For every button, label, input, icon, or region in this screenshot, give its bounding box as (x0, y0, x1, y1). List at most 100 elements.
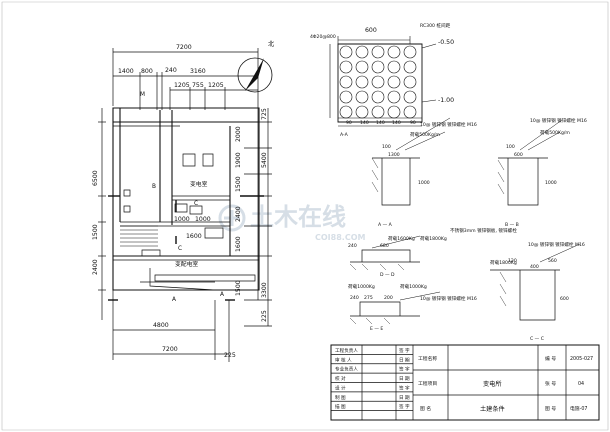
cc-dim-400: 400 (530, 264, 539, 270)
pile-circle (340, 61, 352, 73)
bb-note: 10@ 镀锌钢 镀锌螺栓 M16 (530, 117, 587, 124)
dd-weight-1600: 荷载1600Kg (388, 235, 415, 242)
dim-right-1900: 1900 (235, 152, 242, 168)
watermark-main: 土木在线 (250, 203, 346, 231)
cc-dim-120: 120 (508, 258, 517, 264)
ee-dim-275: 275 (364, 295, 373, 301)
section-a-a-labels: A — A 1300 100 1000 荷载500Kg/m 10@ 镀锌钢 镀锌… (378, 121, 477, 228)
dim-right-1500b: 1500 (235, 280, 242, 296)
tb-value-no: 2005-027 (570, 356, 593, 362)
dim-top-total: 7200 (176, 44, 192, 51)
tb-row-sign: 签 字 (399, 347, 410, 354)
tb-row-sign: 日 期 (399, 357, 410, 363)
tb-project-value: 变电所 (483, 380, 502, 388)
tb-row-sign: 日 期 (399, 395, 410, 401)
tb-label-no: 编 号 (545, 355, 556, 362)
tb-value-sheet: 04 (578, 381, 584, 387)
dim-left-6500: 6500 (92, 170, 99, 186)
dd-weight-1800: 荷载1800Kg (420, 235, 447, 242)
ee-dim-200: 200 (384, 295, 393, 301)
dim-right-5400: 5400 (261, 152, 268, 168)
pile-circle (340, 46, 352, 58)
aa-dim-1000: 1000 (418, 180, 430, 186)
section-b-b (498, 120, 562, 205)
cc-weight: 荷载1800Kg (490, 259, 517, 266)
cut-c-bottom: C (178, 246, 182, 252)
section-c-c (490, 244, 580, 320)
grid-level-1: -0.50 (438, 39, 454, 46)
north-compass: 北 (238, 40, 275, 92)
pile-circle (356, 61, 368, 73)
bb-dim-600: 600 (514, 152, 523, 158)
bb-dim-1000: 1000 (545, 180, 557, 186)
tb-row-label: 工程负责人 (335, 347, 358, 354)
tb-row-sign: 日 期 (399, 376, 410, 382)
ee-weight-1000a: 荷载1000Kg (348, 283, 375, 290)
tb-row-sign: 签 字 (399, 384, 410, 391)
pile-circle (388, 61, 400, 73)
dim-right-2400: 2400 (235, 206, 242, 222)
floor-plan-labels: 7200 1400 800 240 3160 1205 755 1205 650… (92, 44, 268, 359)
tb-row-label: 设 计 (335, 384, 346, 391)
dim-inner-1000b: 1000 (195, 216, 211, 223)
dim-top-1205a: 1205 (174, 82, 190, 89)
dim-right-2000: 2000 (235, 126, 242, 142)
dim-right-3300: 3300 (261, 282, 268, 298)
tb-row-label: 制 图 (335, 394, 346, 401)
section-e-e (350, 292, 440, 324)
pile-circle (356, 76, 368, 88)
title-block (331, 345, 599, 420)
pile-grid-labels: 600 4Φ20@800 RC300 桩间距 -0.50 -1.00 A-A 9… (310, 22, 454, 138)
cc-note: 10@ 镀锌钢 镀锌螺栓 M16 (528, 241, 585, 248)
cc-dim-600: 600 (560, 296, 569, 302)
section-d-d-labels: D — D 680 240 荷载1600Kg 荷载1800Kg 不锈钢3mm 镀… (348, 227, 517, 278)
tb-row-label: 描 图 (335, 403, 346, 410)
dim-inner-1600: 1600 (186, 233, 202, 240)
north-label: 北 (268, 40, 275, 48)
dim-right-725: 725 (261, 108, 268, 120)
tb-label-project: 工程名称 (418, 355, 437, 362)
section-a-a (372, 118, 450, 205)
dim-left-225: 225 (261, 310, 268, 322)
pile-circle (372, 76, 384, 88)
section-c-c-labels: C — C 400 120 560 600 荷载1800Kg 10@ 镀锌钢 镀… (490, 241, 585, 342)
bb-weight: 荷载500Kg/m (540, 129, 570, 136)
floor-plan (98, 48, 272, 362)
section-d-d (350, 236, 420, 270)
section-e-e-labels: E — E 荷载1000Kg 荷载1000Kg 240 275 200 10@ … (348, 283, 477, 332)
grid-bottom-dim-3: 140 (376, 120, 385, 126)
tb-row-sign: 签 字 (399, 403, 410, 410)
grid-bottom-dim-2: 140 (360, 120, 369, 126)
pile-circle (388, 76, 400, 88)
dim-left-2400: 2400 (92, 259, 99, 275)
grid-bottom-dim-1: 90 (346, 120, 352, 126)
tb-label-item: 工程项目 (418, 380, 437, 387)
grid-note: RC300 桩间距 (420, 22, 451, 29)
dd-title: D — D (380, 272, 395, 278)
tb-row-sign: 签 字 (399, 366, 410, 373)
pile-circle (404, 46, 416, 58)
cut-c-top: C (194, 201, 198, 207)
dim-inner-1000a: 1000 (174, 216, 190, 223)
pile-circle (340, 76, 352, 88)
dim-right-1500: 1500 (235, 176, 242, 192)
tb-label-drawing: 图 名 (420, 405, 431, 412)
ee-dim-240: 240 (350, 295, 359, 301)
ee-title: E — E (370, 326, 383, 332)
bb-title: B — B (505, 222, 519, 228)
grid-level-2: -1.00 (438, 97, 454, 104)
pile-circle (372, 61, 384, 73)
pile-circle (404, 76, 416, 88)
cc-title: C — C (530, 336, 544, 342)
pile-circle (372, 46, 384, 58)
dim-top-1400: 1400 (118, 68, 134, 75)
grid-foot-label: A-A (340, 132, 349, 138)
dim-top-1205b: 1205 (208, 82, 224, 89)
dim-left-1500: 1500 (92, 224, 99, 240)
ee-weight-1000b: 荷载1000Kg (400, 283, 427, 290)
dim-bottom-7200: 7200 (162, 346, 178, 353)
pile-grid (330, 36, 436, 126)
aa-note: 10@ 镀锌钢 镀锌螺栓 M16 (420, 121, 477, 128)
dim-top-240: 240 (165, 67, 177, 74)
